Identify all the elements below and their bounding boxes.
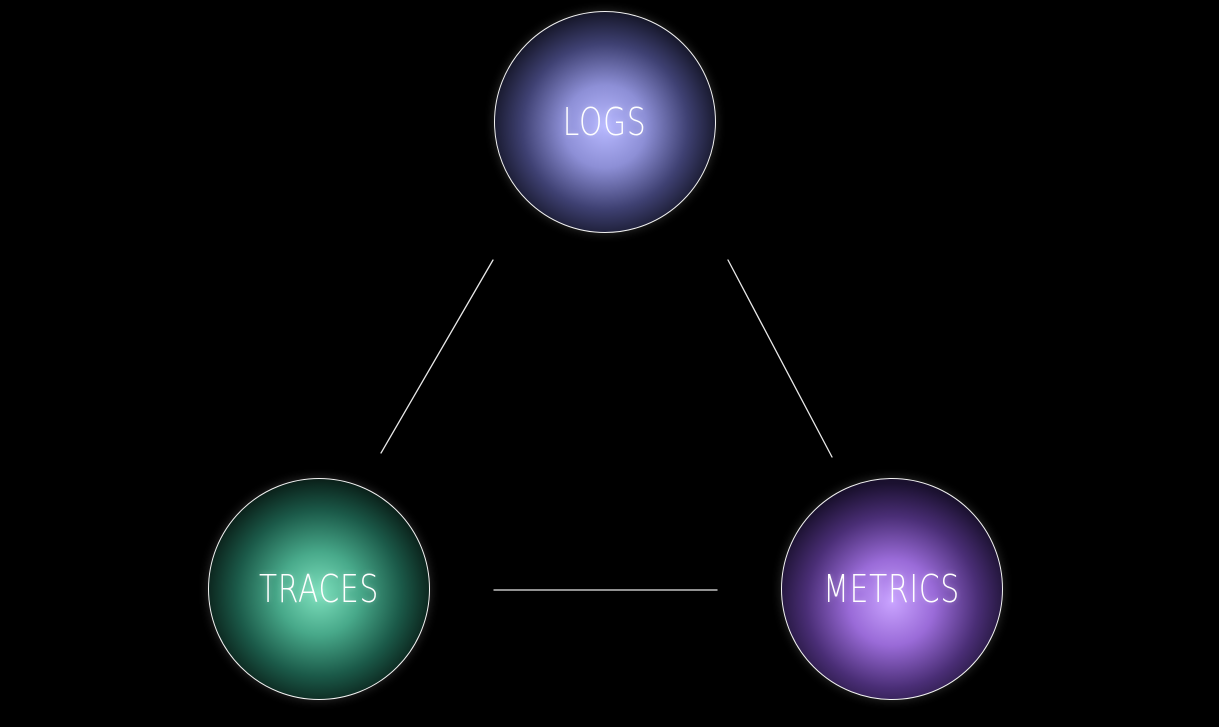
traces-label: TRACES <box>258 567 380 611</box>
metrics-node: METRICS <box>781 478 1003 700</box>
metrics-label: METRICS <box>823 567 961 611</box>
edge-logs-traces <box>380 259 494 454</box>
logs-label: LOGS <box>563 100 647 144</box>
edge-logs-metrics <box>727 259 833 458</box>
logs-node: LOGS <box>494 11 716 233</box>
traces-node: TRACES <box>208 478 430 700</box>
